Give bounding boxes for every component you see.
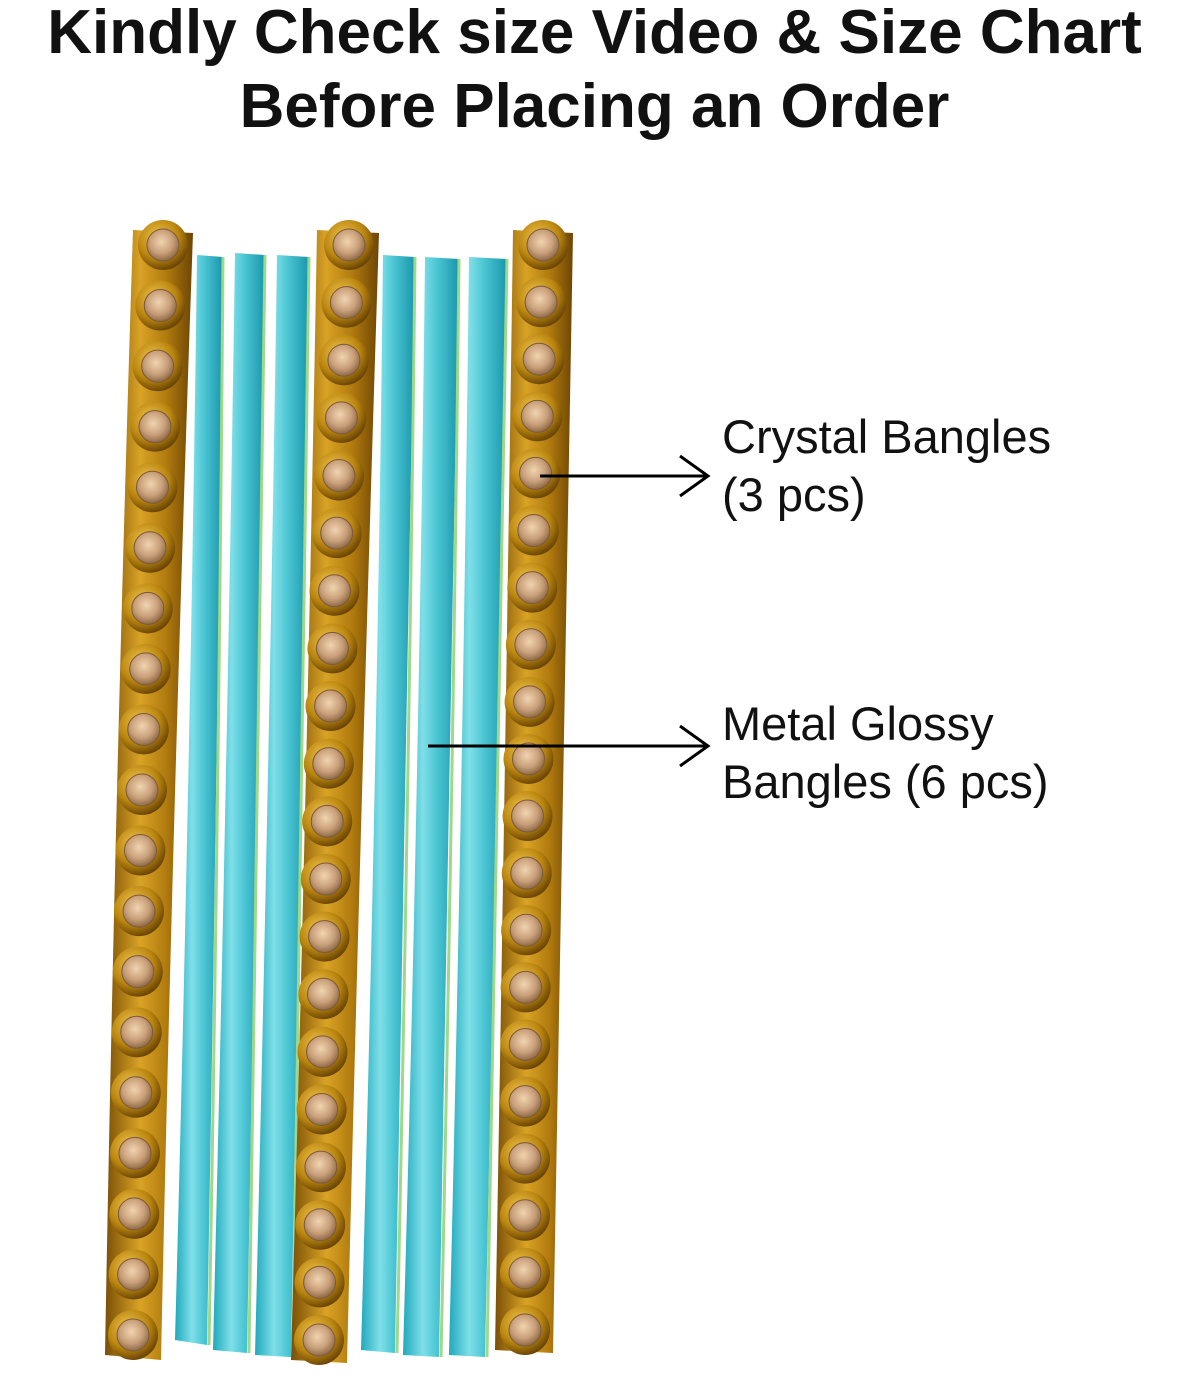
crystal-stone <box>327 343 361 377</box>
crystal-stone <box>305 1092 339 1126</box>
callout-crystal-line-2: (3 pcs) <box>722 468 866 521</box>
crystal-stone <box>302 1323 336 1357</box>
crystal-stone <box>522 342 556 376</box>
crystal-stone <box>117 1197 151 1231</box>
crystal-stone <box>513 685 547 719</box>
crystal-stone <box>511 799 545 833</box>
crystal-stone <box>146 228 180 262</box>
crystal-stone <box>508 1142 542 1176</box>
crystal-stone <box>127 712 161 746</box>
crystal-stone <box>508 1313 542 1347</box>
crystal-stone <box>135 470 169 504</box>
crystal-stone <box>329 286 363 320</box>
crystal-stone <box>131 591 165 625</box>
crystal-stone <box>308 920 342 954</box>
crystal-stone <box>315 631 349 665</box>
callout-crystal-bangles: Crystal Bangles (3 pcs) <box>722 408 1051 524</box>
crystal-bangle-left <box>105 220 193 1360</box>
crystal-stone <box>117 1257 151 1291</box>
crystal-stone <box>526 228 560 262</box>
crystal-bangle-middle <box>291 220 379 1365</box>
crystal-stone <box>304 1150 338 1184</box>
crystal-stone <box>318 574 352 608</box>
crystal-stone <box>138 410 172 444</box>
crystal-stone <box>515 571 549 605</box>
crystal-stone <box>510 856 544 890</box>
crystal-stone <box>125 773 159 807</box>
crystal-stone <box>119 1076 153 1110</box>
headline: Kindly Check size Video & Size Chart Bef… <box>0 0 1189 144</box>
crystal-stone <box>305 1035 339 1069</box>
callout-metal-glossy-bangles: Metal Glossy Bangles (6 pcs) <box>722 695 1049 811</box>
crystal-stone <box>320 516 354 550</box>
glossy-bangles-right <box>361 255 509 1358</box>
crystal-stone <box>322 459 356 493</box>
crystal-stone <box>122 894 156 928</box>
bangles-product-image <box>105 220 573 1365</box>
crystal-stone <box>310 804 344 838</box>
crystal-stone <box>141 349 175 383</box>
crystal-stone <box>303 1265 337 1299</box>
crystal-stone <box>121 955 155 989</box>
crystal-stone <box>514 628 548 662</box>
headline-line-2: Before Placing an Order <box>239 72 950 141</box>
crystal-stone <box>508 1256 542 1290</box>
crystal-stone <box>118 1136 152 1170</box>
crystal-stone <box>133 531 167 565</box>
crystal-stone <box>129 652 163 686</box>
crystal-stone <box>303 1208 337 1242</box>
headline-line-1: Kindly Check size Video & Size Chart <box>47 0 1142 67</box>
crystal-stone <box>520 399 554 433</box>
crystal-stone <box>123 834 157 868</box>
crystal-stone <box>519 456 553 490</box>
crystal-stone <box>511 742 545 776</box>
glossy-bangles-left <box>175 253 311 1358</box>
crystal-stone <box>508 1199 542 1233</box>
callout-glossy-line-1: Metal Glossy <box>722 697 994 750</box>
crystal-stone <box>314 689 348 723</box>
crystal-stone <box>309 862 343 896</box>
callout-crystal-line-1: Crystal Bangles <box>722 410 1052 463</box>
crystal-stone <box>517 514 551 548</box>
crystal-stone <box>508 1027 542 1061</box>
crystal-stone <box>116 1318 150 1352</box>
crystal-stone <box>332 228 366 262</box>
crystal-stone <box>509 970 543 1004</box>
crystal-stone <box>120 1015 154 1049</box>
crystal-stone <box>524 285 558 319</box>
crystal-stone <box>324 401 358 435</box>
crystal-stone <box>508 1085 542 1119</box>
crystal-bangle-right <box>495 220 573 1355</box>
crystal-stone <box>509 913 543 947</box>
crystal-stone <box>312 747 346 781</box>
callout-glossy-line-2: Bangles (6 pcs) <box>722 755 1049 808</box>
crystal-stone <box>143 289 177 323</box>
crystal-stone <box>306 977 340 1011</box>
